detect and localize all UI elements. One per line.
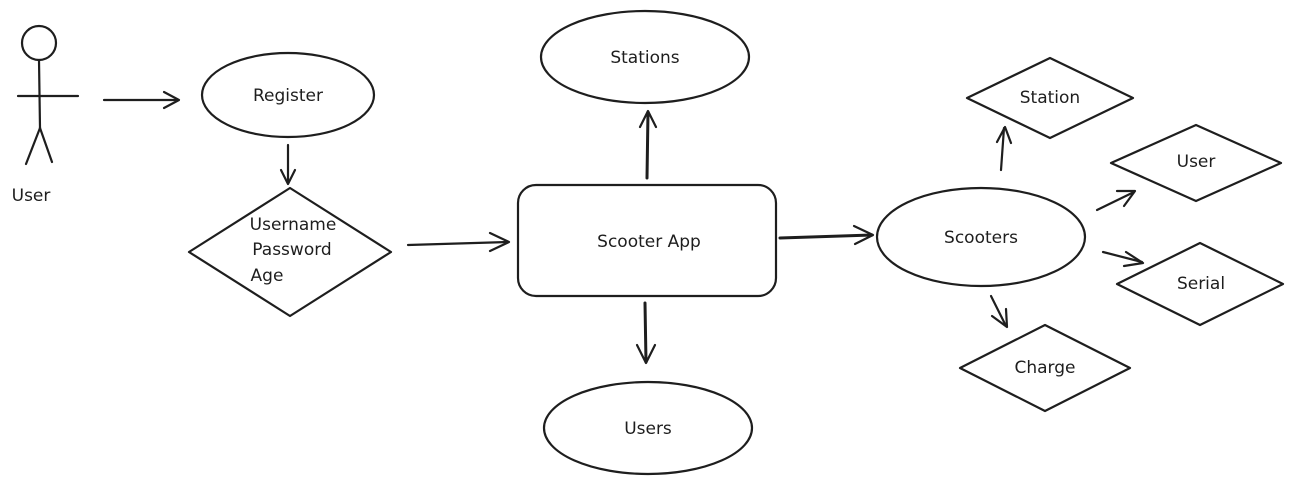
edge-scooters-to-user — [1095, 189, 1137, 212]
user-attr-node: User — [1109, 123, 1283, 203]
serial-label: Serial — [1177, 274, 1225, 294]
edge-scooters-to-serial — [1101, 250, 1145, 268]
user-attr-label: User — [1177, 152, 1216, 172]
edge-app-to-scooters — [778, 224, 875, 246]
actor-right-leg — [38, 126, 54, 164]
serial-node: Serial — [1115, 241, 1285, 327]
scooter-app-label: Scooter App — [597, 232, 701, 252]
users-label: Users — [624, 419, 672, 439]
station-node: Station — [965, 56, 1135, 140]
actor-left-leg — [24, 126, 42, 166]
stations-ellipse — [539, 9, 751, 105]
edge-app-to-users — [635, 301, 657, 365]
actor-label: User — [12, 186, 51, 206]
scooter-app-node: Scooter App — [516, 183, 778, 298]
scooter-app-box — [516, 183, 778, 298]
register-label: Register — [253, 86, 323, 106]
stations-label: Stations — [610, 48, 679, 68]
edge-scooters-to-station — [995, 125, 1013, 172]
credentials-diamond — [187, 186, 393, 318]
scooters-ellipse — [875, 186, 1087, 288]
edge-scooters-to-charge — [989, 294, 1009, 329]
scooters-label: Scooters — [944, 228, 1018, 248]
credentials-label-age: Age — [251, 266, 284, 286]
credentials-label-username: Username — [250, 215, 337, 235]
user-actor: User — [12, 24, 80, 206]
register-ellipse — [200, 51, 376, 139]
station-label: Station — [1020, 88, 1080, 108]
users-ellipse — [542, 380, 754, 476]
user-diamond — [1109, 123, 1283, 203]
serial-diamond — [1115, 241, 1285, 327]
edge-actor-to-register — [102, 90, 181, 110]
register-node: Register — [200, 51, 376, 139]
edge-credentials-to-app — [406, 231, 511, 253]
charge-label: Charge — [1014, 358, 1075, 378]
edge-register-to-credentials — [279, 143, 297, 186]
users-node: Users — [542, 380, 754, 476]
actor-head — [20, 24, 58, 62]
edge-app-to-stations — [638, 109, 658, 180]
stations-node: Stations — [539, 9, 751, 105]
credentials-node: Username Password Age — [187, 186, 393, 318]
charge-node: Charge — [958, 323, 1132, 413]
charge-diamond — [958, 323, 1132, 413]
actor-body — [37, 58, 42, 130]
credentials-label-password: Password — [252, 240, 331, 260]
scooters-node: Scooters — [875, 186, 1087, 288]
station-diamond — [965, 56, 1135, 140]
